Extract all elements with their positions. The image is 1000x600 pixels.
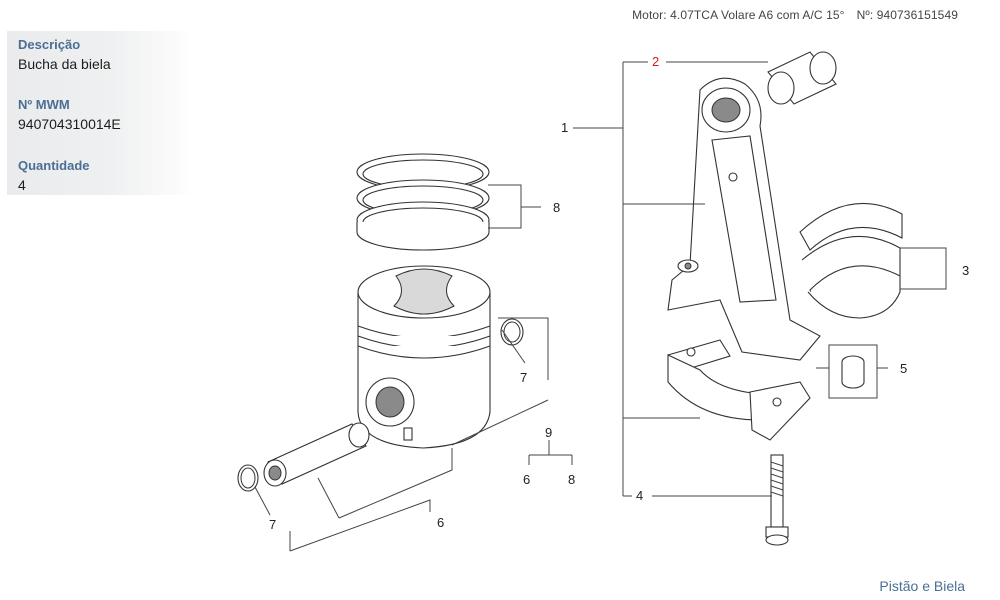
callout-9-right[interactable]: 8	[568, 472, 575, 487]
mwm-number-field: Nº MWM 940704310014E	[18, 97, 121, 133]
leader-lines	[254, 61, 947, 552]
callout-4[interactable]: 4	[636, 488, 643, 503]
mwm-number-value: 940704310014E	[18, 116, 121, 132]
part-details-panel: Descrição Bucha da biela Nº MWM 94070431…	[7, 31, 193, 195]
circlip-right-drawing[interactable]	[500, 318, 524, 346]
callout-1[interactable]: 1	[561, 120, 568, 135]
circlip-left-drawing[interactable]	[237, 464, 259, 492]
part-number-text: Nº: 940736151549	[856, 8, 958, 22]
piston-drawing[interactable]	[357, 265, 491, 449]
callout-9[interactable]: 9	[545, 425, 552, 440]
piston-pin-drawing[interactable]	[263, 422, 370, 487]
callout-8[interactable]: 8	[553, 200, 560, 215]
callout-6[interactable]: 6	[437, 515, 444, 530]
callout-3[interactable]: 3	[962, 263, 969, 278]
description-value: Bucha da biela	[18, 56, 111, 72]
callout-9-left[interactable]: 6	[523, 472, 530, 487]
callout-7-right[interactable]: 7	[520, 370, 527, 385]
description-label: Descrição	[18, 37, 81, 52]
quantity-label: Quantidade	[18, 158, 90, 173]
piston-rings-drawing[interactable]	[356, 153, 490, 251]
callout-5[interactable]: 5	[900, 361, 907, 376]
mwm-number-label: Nº MWM	[18, 97, 70, 112]
connecting-rod-bushing-drawing[interactable]	[767, 51, 837, 105]
header-info: Motor: 4.07TCA Volare A6 com A/C 15° Nº: …	[632, 8, 958, 22]
connecting-rod-bolt-drawing[interactable]	[765, 454, 789, 546]
callout-7-left[interactable]: 7	[269, 517, 276, 532]
description-field: Descrição Bucha da biela	[18, 37, 111, 73]
section-link-pistao-biela[interactable]: Pistão e Biela	[879, 578, 965, 594]
connecting-rod-drawing[interactable]	[667, 77, 821, 441]
bearing-shells-drawing[interactable]	[799, 202, 903, 319]
small-bushing-drawing[interactable]	[828, 344, 878, 399]
callout-2[interactable]: 2	[652, 54, 659, 69]
motor-text: Motor: 4.07TCA Volare A6 com A/C 15°	[632, 8, 845, 22]
quantity-value: 4	[18, 177, 26, 193]
quantity-field: Quantidade 4	[18, 158, 90, 194]
